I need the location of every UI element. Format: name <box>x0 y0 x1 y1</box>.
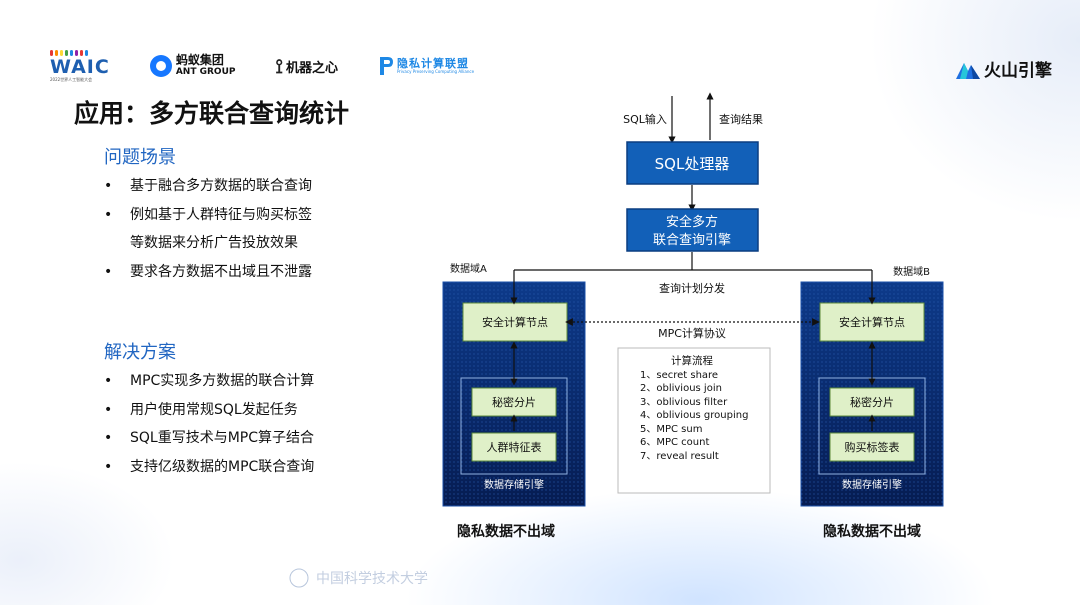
privacy-alliance-logo: 隐私计算联盟 Privacy Preserving Computing Alli… <box>378 55 474 77</box>
plan-dispatch-label: 查询计划分发 <box>659 281 725 295</box>
secure-node-b <box>819 302 925 342</box>
flow-step: 1、secret share <box>640 370 718 381</box>
query-result-label: 查询结果 <box>719 112 763 126</box>
flow-step: 3、oblivious filter <box>640 397 728 408</box>
flow-step: 4、oblivious grouping <box>640 410 748 421</box>
jiqi-text: 机器之心 <box>285 60 338 76</box>
storage-b-label: 数据存储引擎 <box>842 478 902 491</box>
problem-heading: 问题场景 <box>104 147 176 168</box>
table-a-label: 人群特征表 <box>487 440 542 454</box>
secret-share-b-label: 秘密分片 <box>850 395 894 409</box>
volcengine-text: 火山引擎 <box>984 61 1052 81</box>
privacy-label-a: 隐私数据不出域 <box>457 523 555 540</box>
domain-b-panel: 安全计算节点 秘密分片 购买标签表 数据存储引擎 <box>800 281 944 507</box>
solution-bullet: SQL重写技术与MPC算子结合 <box>104 424 314 453</box>
domain-b-label: 数据域B <box>893 265 930 278</box>
partner-logos: WAIC 2022世界人工智能大会 蚂蚁集团 ANT GROUP ⟟ 机器之心 … <box>50 46 514 86</box>
secret-share-a-label: 秘密分片 <box>492 395 536 409</box>
privacy-alliance-en: Privacy Preserving Computing Alliance <box>396 68 475 74</box>
privacy-label-b: 隐私数据不出域 <box>823 523 921 540</box>
mpc-protocol-label: MPC计算协议 <box>658 326 726 340</box>
engine-label-line2: 联合查询引擎 <box>653 233 731 248</box>
mpc-query-engine-box <box>626 208 759 252</box>
solution-bullet: 用户使用常规SQL发起任务 <box>104 396 314 425</box>
ant-cn-text: 蚂蚁集团 <box>175 53 224 68</box>
flow-step: 6、MPC count <box>640 437 709 448</box>
watermark-emblem-icon <box>289 568 309 588</box>
engine-label-line1: 安全多方 <box>666 214 718 230</box>
domain-a-label: 数据域A <box>450 262 487 275</box>
secret-share-b <box>829 387 915 417</box>
problem-bullet: 基于融合多方数据的联合查询 <box>104 172 312 201</box>
table-b-box <box>829 432 915 462</box>
secret-share-a <box>471 387 557 417</box>
sql-input-label: SQL输入 <box>623 112 667 126</box>
table-b-label: 购买标签表 <box>845 440 900 454</box>
problem-bullet: 要求各方数据不出域且不泄露 <box>104 258 312 287</box>
waic-dots-icon <box>50 49 88 56</box>
sql-processor-label: SQL处理器 <box>655 155 730 173</box>
problem-bullets: 基于融合多方数据的联合查询 例如基于人群特征与购买标签 等数据来分析广告投放效果… <box>104 172 312 286</box>
jiqizhixin-logo: ⟟ 机器之心 <box>275 54 337 78</box>
slide-title: 应用：多方联合查询统计 <box>74 99 350 128</box>
jiqi-icon: ⟟ <box>275 54 283 78</box>
privacy-alliance-icon <box>379 57 393 75</box>
ant-group-logo: 蚂蚁集团 ANT GROUP <box>149 53 236 77</box>
flow-step: 5、MPC sum <box>640 424 702 435</box>
waic-subtext: 2022世界人工智能大会 <box>50 76 93 82</box>
compute-flow-box <box>617 347 771 494</box>
flow-title: 计算流程 <box>671 354 713 367</box>
volcano-icon <box>956 62 980 79</box>
flow-step: 2、oblivious join <box>640 383 722 394</box>
waic-logo: WAIC 2022世界人工智能大会 <box>50 49 110 83</box>
problem-bullet: 例如基于人群特征与购买标签 <box>104 201 312 230</box>
secure-node-a-label: 安全计算节点 <box>482 315 548 329</box>
secure-node-a <box>462 302 568 342</box>
domain-a-panel: 安全计算节点 秘密分片 人群特征表 数据存储引擎 <box>442 281 586 507</box>
waic-text: WAIC <box>50 55 110 78</box>
sql-processor-box <box>626 141 759 185</box>
problem-bullet-continuation: 等数据来分析广告投放效果 <box>130 235 298 251</box>
solution-bullet: MPC实现多方数据的联合计算 <box>104 367 314 396</box>
ant-icon <box>149 54 172 77</box>
storage-a-label: 数据存储引擎 <box>484 478 544 491</box>
watermark-text: 中国科学技术大学 <box>316 571 428 587</box>
privacy-alliance-cn: 隐私计算联盟 <box>396 56 469 70</box>
secure-node-b-label: 安全计算节点 <box>839 315 905 329</box>
solution-bullets: MPC实现多方数据的联合计算 用户使用常规SQL发起任务 SQL重写技术与MPC… <box>104 367 314 481</box>
table-a-box <box>471 432 557 462</box>
flow-step: 7、reveal result <box>640 451 719 462</box>
solution-bullet: 支持亿级数据的MPC联合查询 <box>104 453 314 482</box>
volcengine-logo: 火山引擎 <box>956 56 1052 81</box>
solution-heading: 解决方案 <box>104 342 176 363</box>
ant-en-text: ANT GROUP <box>175 66 236 77</box>
